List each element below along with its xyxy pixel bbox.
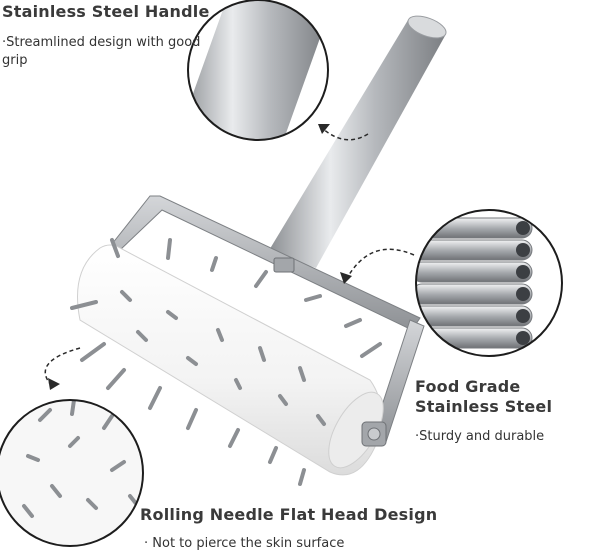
- needle-roller-closeup-icon: [0, 399, 144, 547]
- handle-title: Stainless Steel Handle: [2, 2, 210, 21]
- steel-title: Food Grade Stainless Steel: [415, 377, 553, 416]
- arrow-heads: [48, 124, 352, 390]
- bolts: [273, 257, 387, 447]
- needles-title: Rolling Needle Flat Head Design: [140, 505, 438, 524]
- pointer-arrows: [44, 127, 415, 387]
- steel-handle-closeup-icon: [187, 0, 329, 141]
- steel-subtitle: ·Sturdy and durable: [415, 429, 545, 444]
- handle-rod: [268, 15, 447, 268]
- needles: [70, 238, 382, 486]
- needles-subtitle: · Not to pierce the skin surface: [144, 536, 345, 551]
- steel-tubes-closeup-icon: [415, 209, 563, 357]
- handle-subtitle: ·Streamlined design with good grip: [2, 35, 201, 68]
